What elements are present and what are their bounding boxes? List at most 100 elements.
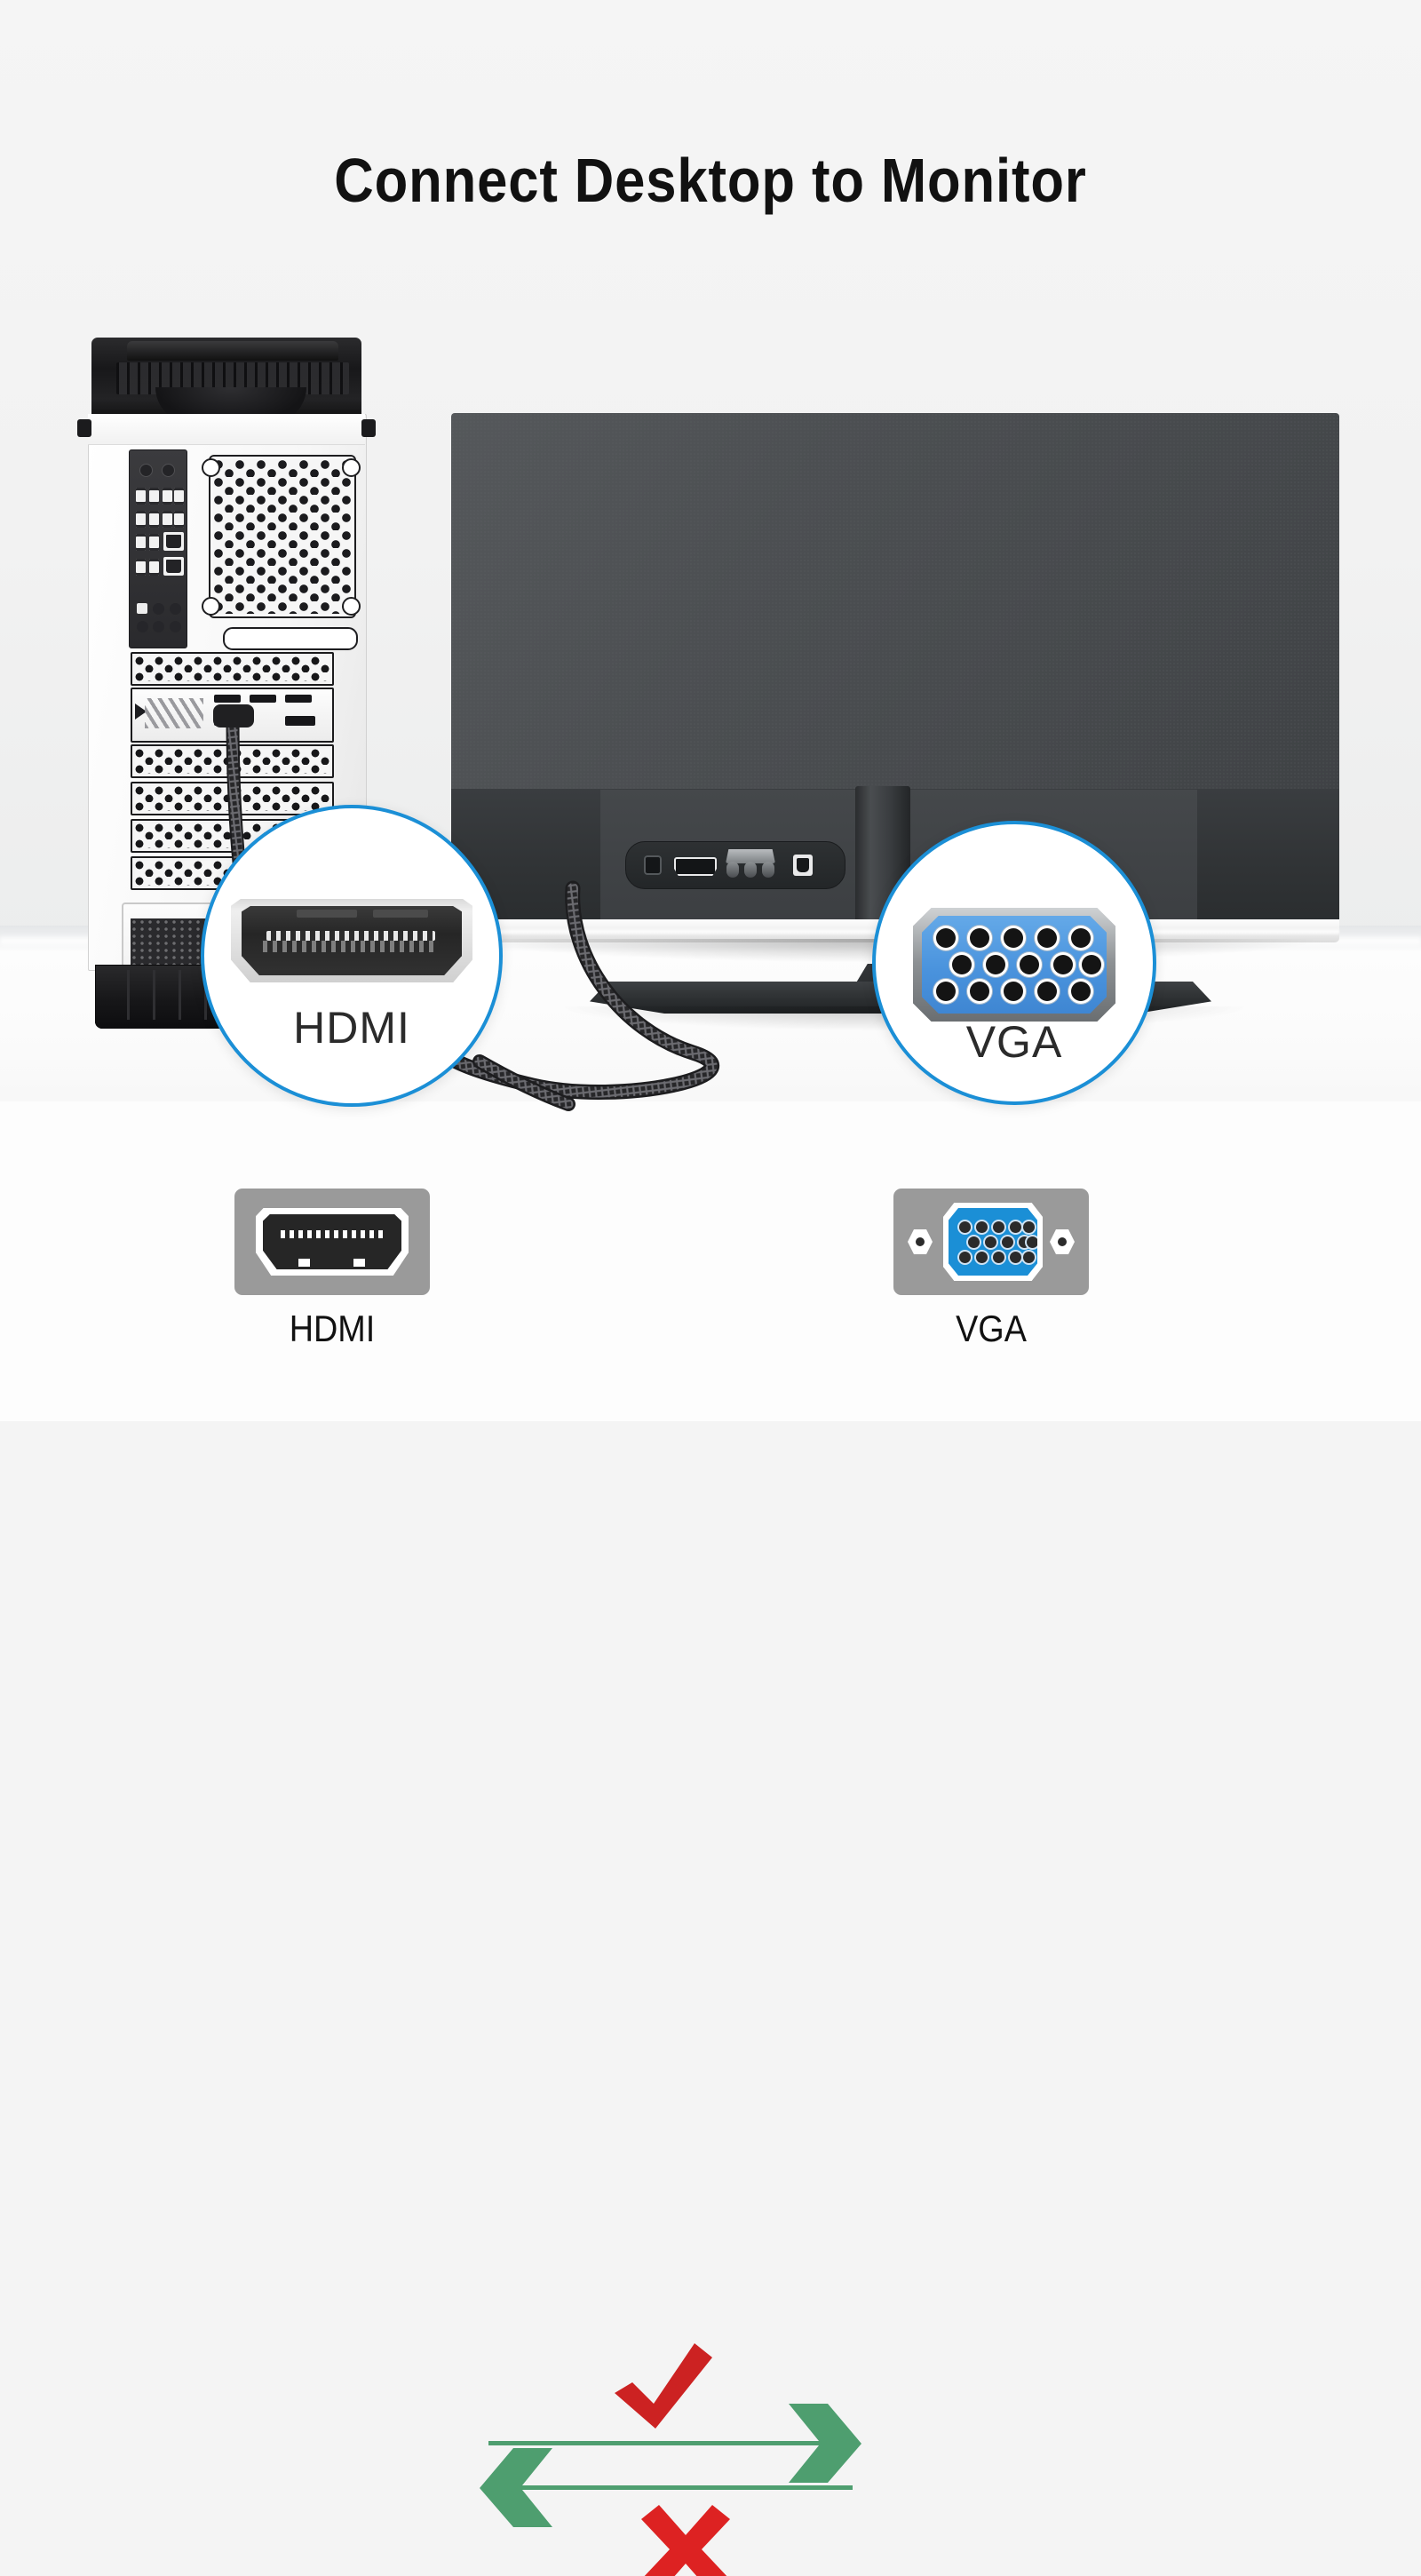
- rear-fan-grille: [209, 455, 356, 618]
- vga-pin: [1053, 955, 1073, 974]
- hdmi-callout[interactable]: HDMI: [201, 805, 503, 1107]
- expansion-slot-cover: [131, 782, 334, 815]
- vga-icon-pin: [1027, 1236, 1037, 1248]
- slot-mesh: [135, 749, 329, 774]
- vga-pin: [936, 928, 956, 948]
- vga-icon-pin: [976, 1221, 988, 1233]
- vga-callout[interactable]: VGA: [872, 821, 1156, 1105]
- compatibility-row: HDMI: [0, 1173, 1421, 2576]
- vga-pin: [986, 955, 1005, 974]
- tower-handle: [127, 341, 338, 361]
- tower-side-tab-left: [77, 419, 91, 437]
- hdmi-icon-notch: [353, 1259, 365, 1267]
- vga-icon-label: VGA: [956, 1308, 1027, 1349]
- displayport-port: [285, 695, 312, 703]
- grille-screw: [342, 597, 361, 616]
- vga-pin: [1071, 982, 1091, 1001]
- vga-icon-pin: [985, 1236, 996, 1248]
- tower-side-tab-right: [361, 419, 376, 437]
- expansion-slot-cover: [131, 652, 334, 686]
- usb-port: [149, 534, 159, 551]
- vga-thumbscrew: [762, 862, 774, 878]
- spdif-optical-port: [137, 603, 147, 614]
- vga-pin: [952, 955, 972, 974]
- audio-jack: [170, 621, 181, 632]
- monitor-rear-panel: [451, 413, 1339, 791]
- vga-icon-card[interactable]: VGA: [893, 1189, 1089, 1350]
- tower-top-rail: [88, 414, 365, 445]
- monitor-hdmi-port: [674, 857, 717, 876]
- vga-icon-pin: [993, 1221, 1004, 1233]
- graphics-card-bracket: [131, 688, 334, 743]
- usb-port: [174, 488, 184, 505]
- vga-icon-pin: [959, 1221, 971, 1233]
- vga-icon-screw-mount-right: [1050, 1229, 1075, 1254]
- hdmi-icon-cavity: [263, 1214, 401, 1269]
- vga-icon-screw-mount-left: [908, 1229, 933, 1254]
- vga-icon-pin: [1023, 1221, 1035, 1233]
- usb-port: [136, 559, 146, 576]
- vga-callout-label: VGA: [965, 1017, 1063, 1067]
- vga-pin: [970, 928, 989, 948]
- vga-thumbscrew: [726, 862, 739, 878]
- vga-icon-pin: [1002, 1236, 1013, 1248]
- monitor-vga-port-connected: [726, 849, 775, 879]
- vga-pin: [1071, 928, 1091, 948]
- vga-pin: [1004, 982, 1023, 1001]
- fan-mesh: [213, 459, 352, 614]
- vga-icon-pin: [993, 1252, 1004, 1263]
- usb-port: [136, 511, 146, 528]
- expansion-slot-cover: [131, 744, 334, 778]
- usb-port: [136, 534, 146, 551]
- usb-port: [149, 511, 159, 528]
- hdmi-pin-row: [266, 931, 435, 941]
- motherboard-io-panel: [129, 449, 187, 648]
- hdmi-icon-pins: [281, 1230, 384, 1238]
- vga-icon-pin: [976, 1252, 988, 1263]
- vga-pin: [1082, 955, 1101, 974]
- hdmi-connector-cavity: [242, 906, 462, 975]
- vga-pin: [936, 982, 956, 1001]
- usb-port: [149, 559, 159, 576]
- hdmi-connector-zoom: [231, 898, 472, 983]
- vga-pin: [1037, 928, 1057, 948]
- usb-port: [149, 488, 159, 505]
- ethernet-port: [163, 557, 184, 576]
- hdmi-callout-label: HDMI: [293, 1003, 410, 1053]
- page-title: Connect Desktop to Monitor: [334, 146, 1087, 215]
- io-antenna-jack: [162, 464, 175, 477]
- hdmi-icon-label: HDMI: [289, 1308, 376, 1349]
- vga-icon-pin: [968, 1236, 980, 1248]
- audio-jack: [153, 621, 164, 632]
- vga-icon-pin: [959, 1252, 971, 1263]
- usb-port: [163, 488, 172, 505]
- hdmi-icon-card[interactable]: HDMI: [234, 1189, 430, 1350]
- hdmi-icon-tile: [234, 1189, 430, 1295]
- monitor-port-panel: [625, 841, 845, 889]
- displayport-port: [214, 695, 241, 703]
- io-ps2-jack: [139, 464, 153, 477]
- tower-top-shell: [91, 338, 361, 423]
- vga-connector-face: [922, 916, 1107, 1014]
- vga-pin: [1020, 955, 1039, 974]
- hdmi-icon-notch: [298, 1259, 310, 1267]
- audio-jack: [137, 621, 148, 632]
- hdmi-tab: [297, 910, 357, 918]
- vga-plug-shell: [726, 849, 775, 863]
- grille-screw: [202, 597, 220, 616]
- audio-jack: [153, 603, 164, 615]
- vga-icon-pin: [1023, 1252, 1035, 1263]
- displayport-port: [250, 695, 276, 703]
- gpu-arrow-mark: [135, 704, 147, 720]
- hdmi-tab: [373, 910, 428, 918]
- vga-plug-barrel: [744, 862, 757, 878]
- vga-pin: [1037, 982, 1057, 1001]
- power-input-port: [644, 855, 662, 875]
- rear-slot-strip: [223, 627, 358, 650]
- cross-mark-icon: [641, 2505, 730, 2576]
- vga-icon-tile: [893, 1189, 1089, 1295]
- vga-connector-zoom: [913, 908, 1115, 1022]
- grille-screw: [202, 458, 220, 477]
- check-mark-icon: [615, 2343, 712, 2429]
- grille-screw: [342, 458, 361, 477]
